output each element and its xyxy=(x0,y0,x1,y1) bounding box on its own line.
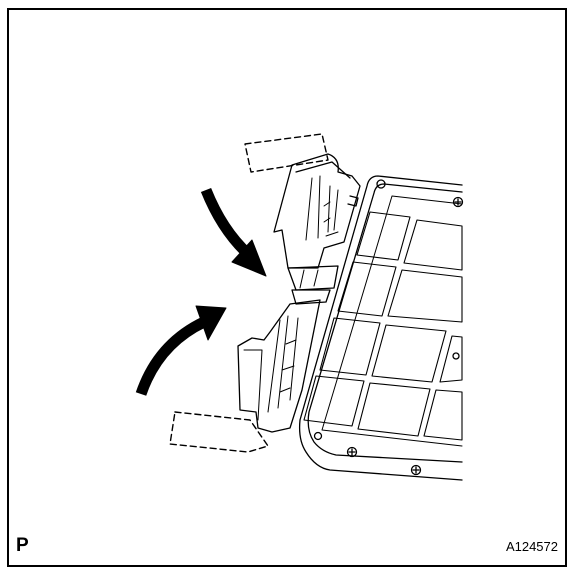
upper-bracket xyxy=(273,153,361,269)
figure-id: A124572 xyxy=(505,539,558,554)
panel-cells xyxy=(303,211,463,441)
figure-frame xyxy=(7,8,567,567)
mounting-screws xyxy=(313,179,464,476)
lower-bracket xyxy=(237,299,321,433)
middle-connector xyxy=(287,265,339,305)
curved-arrow-down-right-icon xyxy=(200,187,267,277)
control-unit-panel xyxy=(298,175,464,481)
upper-cover-outline-dashed xyxy=(244,133,329,173)
lower-cover-outline-dashed xyxy=(169,411,269,453)
corner-mark: P xyxy=(16,535,29,556)
curved-arrow-up-right-icon xyxy=(135,305,227,396)
